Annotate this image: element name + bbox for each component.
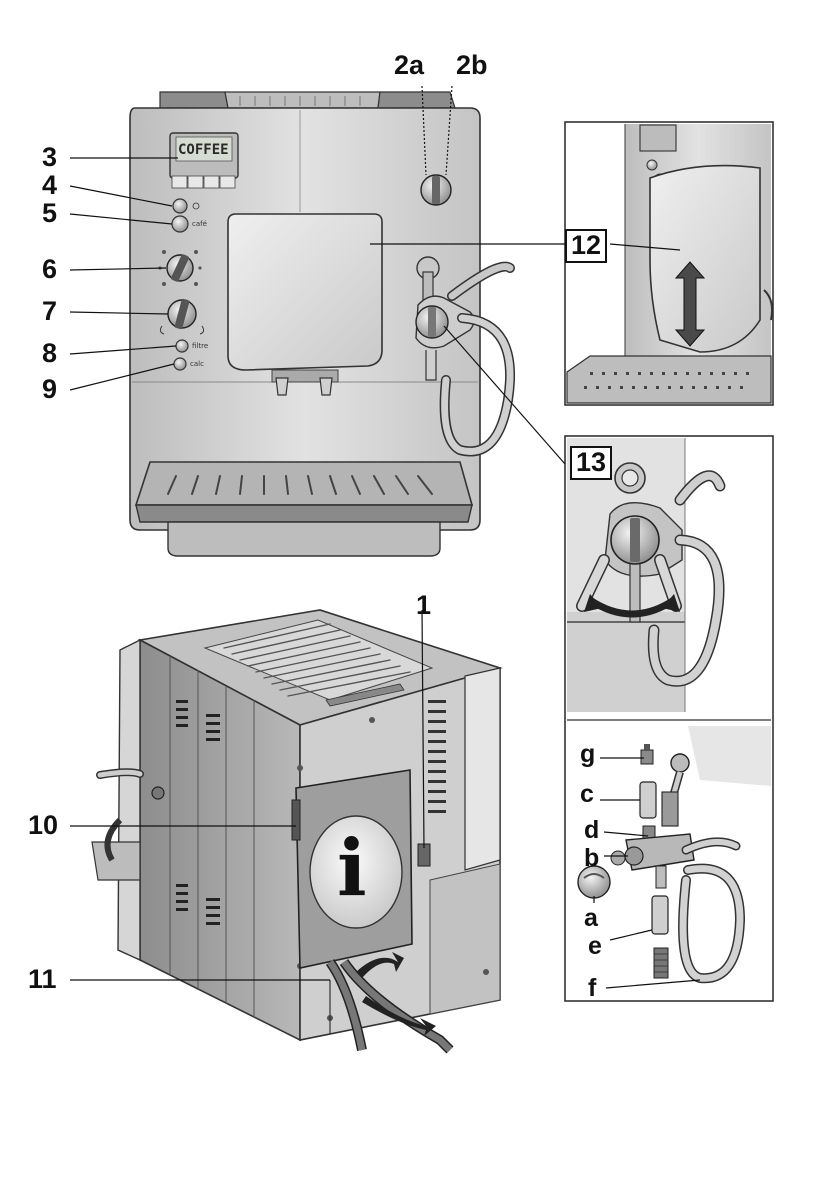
label-f: f <box>588 974 597 1002</box>
label-2b: 2b <box>456 50 488 80</box>
label-a: a <box>584 904 598 932</box>
label-9: 9 <box>42 374 58 404</box>
label-e: e <box>588 932 602 960</box>
btn-label-calc: calc <box>190 360 204 368</box>
label-d: d <box>584 816 600 844</box>
inset-steam-valve-detail <box>564 435 774 1002</box>
front-view-machine <box>129 91 516 557</box>
display-text: COFFEE <box>178 142 229 158</box>
rear-view-machine <box>91 609 503 1054</box>
label-8: 8 <box>42 338 58 368</box>
label-g: g <box>580 740 596 768</box>
info-icon: i <box>337 823 367 914</box>
label-1: 1 <box>416 590 432 620</box>
label-10: 10 <box>28 810 59 840</box>
label-b: b <box>584 844 600 872</box>
inset-door-detail <box>564 121 774 406</box>
label-4: 4 <box>42 170 58 200</box>
label-7: 7 <box>42 296 58 326</box>
label-11: 11 <box>28 964 57 994</box>
label-2a: 2a <box>394 50 425 80</box>
leader-lines <box>69 85 701 989</box>
btn-label-café: café <box>192 220 207 228</box>
btn-label-filtre: filtre <box>192 342 209 350</box>
label-c: c <box>580 780 594 808</box>
label-5: 5 <box>42 198 58 228</box>
label-3: 3 <box>42 142 58 172</box>
label-13: 13 <box>570 446 613 480</box>
label-6: 6 <box>42 254 58 284</box>
label-12: 12 <box>565 229 608 263</box>
